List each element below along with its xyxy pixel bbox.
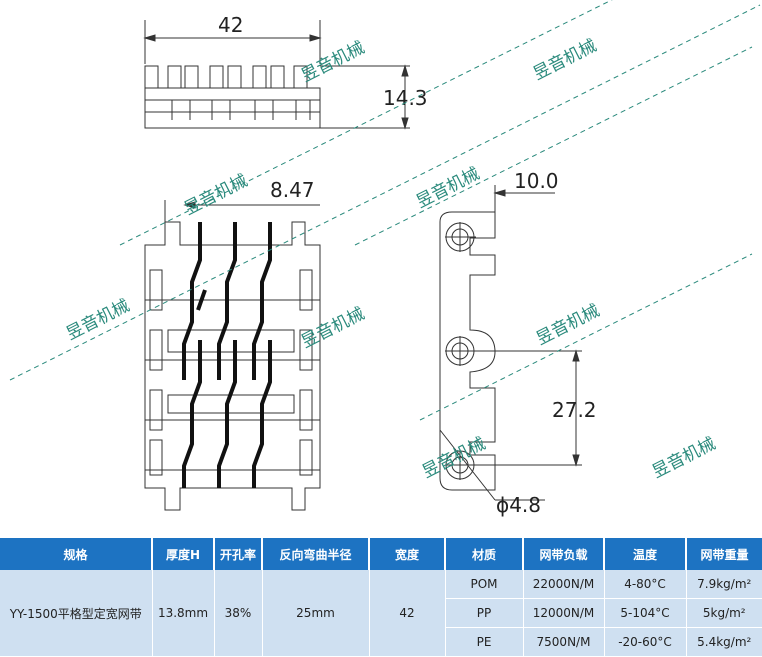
watermark-text-6: 昱音机械 <box>298 304 368 353</box>
watermark-text-3: 昱音机械 <box>181 171 251 220</box>
watermark-layer: 昱音机械 昱音机械 昱音机械 昱音机械 昱音机械 昱音机械 昱音机械 昱音机械 … <box>9 0 761 483</box>
table-row: PE 7500N/M -20-60°C 5.4kg/m² <box>0 627 762 657</box>
dim-hole-label: ϕ4.8 <box>496 493 541 517</box>
header-material: 材质 <box>445 538 524 570</box>
cell-model: YY-1500平格型定宽网带 <box>0 570 153 657</box>
dim-side-top-label: 10.0 <box>514 169 559 193</box>
watermark-text-7: 昱音机械 <box>533 301 603 350</box>
spec-table: 规格 厚度H 开孔率 反向弯曲半径 宽度 材质 网带负载 温度 网带重量 YY-… <box>0 538 762 657</box>
header-open-area: 开孔率 <box>214 538 263 570</box>
cell-temperature: -20-60°C <box>604 627 687 657</box>
cell-temperature: 4-80°C <box>604 570 687 599</box>
top-view <box>143 20 410 130</box>
header-spec: 规格 <box>0 538 153 570</box>
cell-weight: 7.9kg/m² <box>686 570 762 599</box>
cell-material: POM <box>445 570 524 599</box>
cell-open-area: 38% <box>214 570 263 657</box>
technical-drawing: 42 14.3 8.47 <box>9 0 761 517</box>
cell-load: 7500N/M <box>523 627 605 657</box>
cell-weight: 5kg/m² <box>686 598 762 628</box>
dim-width-label: 42 <box>218 13 243 37</box>
plan-view <box>144 200 321 511</box>
table-row: PP 12000N/M 5-104°C 5kg/m² <box>0 598 762 628</box>
watermark-text-1: 昱音机械 <box>298 38 368 87</box>
watermark-text-9: 昱音机械 <box>649 434 719 483</box>
header-temperature: 温度 <box>604 538 687 570</box>
spec-table-header: 规格 厚度H 开孔率 反向弯曲半径 宽度 材质 网带负载 温度 网带重量 <box>0 538 762 570</box>
header-width: 宽度 <box>369 538 446 570</box>
watermark-text-4: 昱音机械 <box>413 164 483 213</box>
cell-load: 22000N/M <box>523 570 605 599</box>
cell-back-flex: 25mm <box>262 570 370 657</box>
cell-weight: 5.4kg/m² <box>686 627 762 657</box>
header-thickness: 厚度H <box>152 538 215 570</box>
cell-load: 12000N/M <box>523 598 605 628</box>
dim-side-pitch-label: 27.2 <box>552 398 597 422</box>
dim-height-label: 14.3 <box>383 86 428 110</box>
belt-ribs <box>182 222 272 488</box>
header-load: 网带负载 <box>523 538 605 570</box>
dim-pitch-small-label: 8.47 <box>270 178 315 202</box>
cell-temperature: 5-104°C <box>604 598 687 628</box>
header-back-flex: 反向弯曲半径 <box>262 538 370 570</box>
watermark-text-8: 昱音机械 <box>419 434 489 483</box>
cell-width: 42 <box>369 570 446 657</box>
table-row: YY-1500平格型定宽网带 13.8mm 38% 25mm 42 POM 22… <box>0 570 762 657</box>
watermark-text-2: 昱音机械 <box>530 36 600 85</box>
side-view <box>439 185 582 501</box>
watermark-text-5: 昱音机械 <box>63 296 133 345</box>
header-weight: 网带重量 <box>686 538 762 570</box>
cell-material: PE <box>445 627 524 657</box>
cell-thickness: 13.8mm <box>152 570 215 657</box>
cell-material: PP <box>445 598 524 628</box>
